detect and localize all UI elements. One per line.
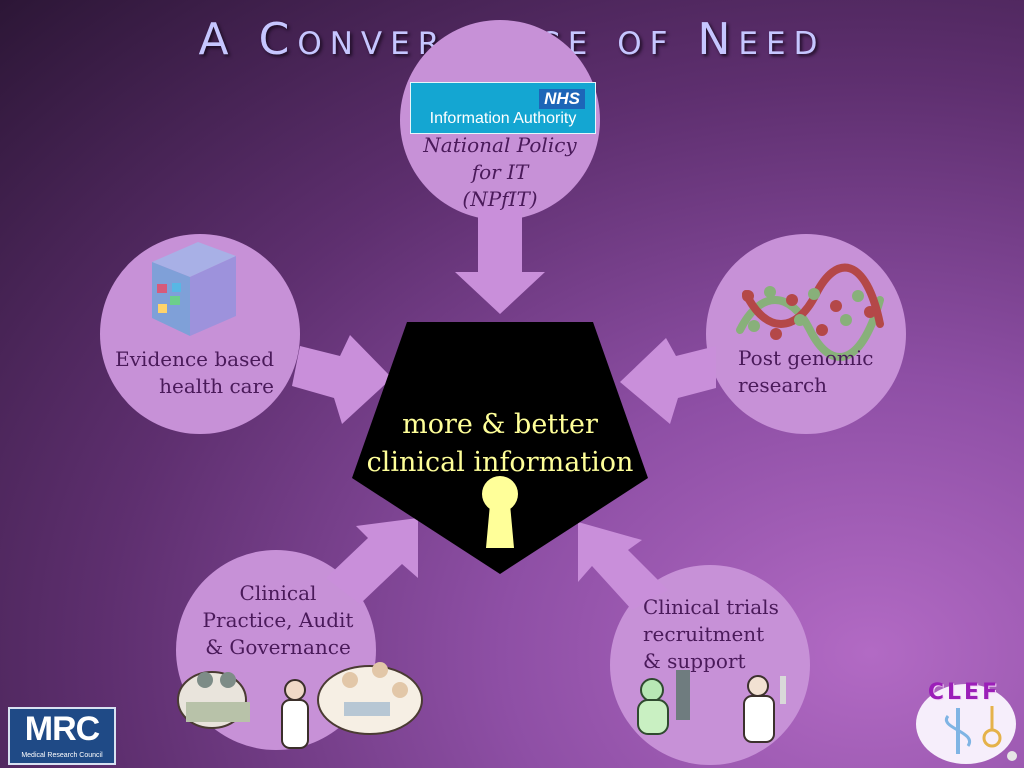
node-label-clinical-practice: Clinical Practice, Audit & Governance <box>190 580 366 661</box>
node-label-line: Post genomic <box>738 346 874 370</box>
evidence-cube-icon <box>152 242 236 336</box>
node-label-line: Practice, Audit <box>202 608 354 632</box>
nhs-information-authority-logo: NHS Information Authority <box>410 82 596 134</box>
center-line-1: more & better <box>402 409 598 440</box>
mrc-logo-subtitle: Medical Research Council <box>21 752 103 759</box>
researchers-illustration-icon <box>637 670 786 743</box>
node-label-npfit: National Policy for IT (NPfIT) <box>412 132 588 213</box>
node-label-line: Evidence based <box>115 347 274 371</box>
mrc-logo-main: MRC <box>24 710 100 748</box>
node-label-line: Clinical <box>239 581 317 605</box>
center-statement: more & better clinical information <box>350 406 650 482</box>
node-label-evidence-based-health-care: Evidence based health care <box>98 346 274 400</box>
clinicians-illustration-icon <box>177 662 423 749</box>
center-pentagon <box>352 322 648 574</box>
clef-logo-text: CLEF <box>927 680 1001 705</box>
node-label-post-genomic-research: Post genomic research <box>738 345 898 399</box>
nhs-subtitle: Information Authority <box>429 110 577 127</box>
node-label-line: research <box>738 373 828 397</box>
arrow-right <box>620 338 716 424</box>
center-line-2: clinical information <box>366 447 634 478</box>
arrow-bottom-right <box>578 522 668 610</box>
clef-emblem-icon <box>916 684 1017 764</box>
node-label-line: (NPfIT) <box>462 187 538 211</box>
node-label-line: & Governance <box>205 635 351 659</box>
nhs-badge: NHS <box>539 89 585 109</box>
arrow-bottom-left <box>326 518 418 604</box>
mrc-logo: MRC Medical Research Council <box>8 707 116 765</box>
dna-molecule-icon <box>736 263 884 361</box>
node-label-line: for IT <box>471 160 529 184</box>
node-label-line: recruitment <box>643 622 765 646</box>
node-label-line: Clinical trials <box>643 595 779 619</box>
node-label-clinical-trials: Clinical trials recruitment & support <box>643 594 803 675</box>
keyhole-icon <box>482 476 518 548</box>
node-label-line: & support <box>643 649 746 673</box>
node-label-line: National Policy <box>423 133 577 157</box>
arrow-left <box>292 335 392 424</box>
node-label-line: health care <box>159 374 274 398</box>
circle-left <box>100 234 300 434</box>
arrow-top <box>455 205 545 314</box>
circle-right <box>706 234 906 434</box>
